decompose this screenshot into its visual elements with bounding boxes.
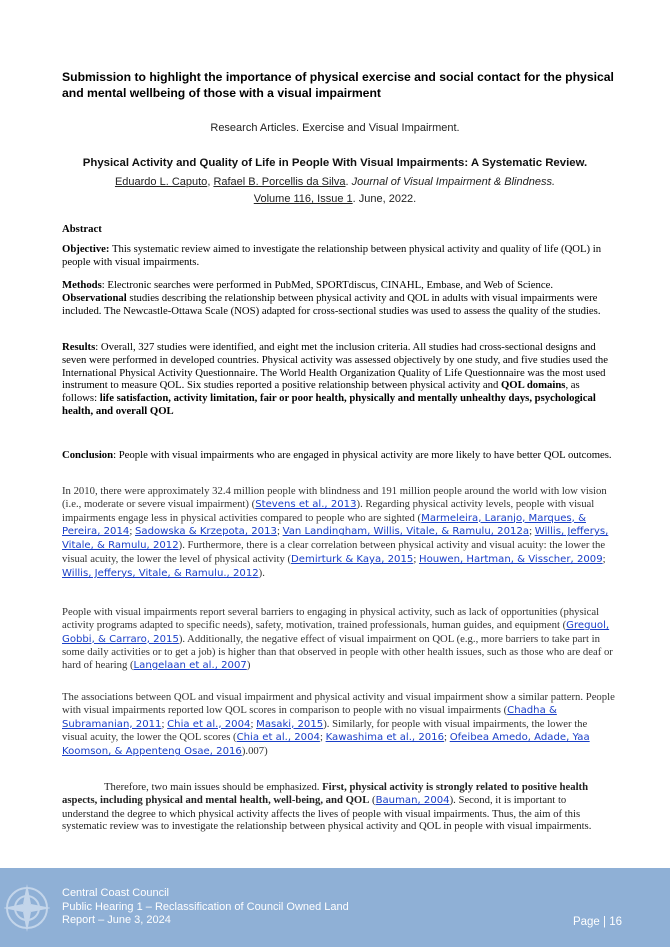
text-bold: First, physical activity is strongly rel… bbox=[62, 781, 589, 806]
text: This systematic review aimed to investig… bbox=[62, 243, 602, 268]
text: People with visual impairments report se… bbox=[62, 606, 600, 631]
article-category: Research Articles. Exercise and Visual I… bbox=[210, 122, 460, 134]
abstract-results: Results: Overall, 327 studies were ident… bbox=[62, 341, 615, 418]
citation-link[interactable]: Masaki, 2015 bbox=[256, 718, 324, 730]
text: ). Similarly, for people with visual imp… bbox=[62, 717, 588, 744]
text: ). Regarding physical activity levels, p… bbox=[62, 497, 595, 524]
page-footer: Central Coast Council Public Hearing 1 –… bbox=[0, 868, 670, 947]
text: : Overall, 327 studies were identified, … bbox=[62, 341, 609, 392]
text: ). Furthermore, there is a clear correla… bbox=[62, 539, 606, 565]
citation-link[interactable]: Houwen, Hartman, & Visscher, 2009 bbox=[418, 553, 603, 565]
article-authors: Eduardo L. Caputo, Rafael B. Porcellis d… bbox=[114, 176, 556, 188]
citation-link[interactable]: Chadha & Subramanian, 2011 bbox=[62, 704, 557, 730]
text: : People with visual impairments who are… bbox=[113, 449, 612, 461]
volume-link[interactable]: Volume 116, Issue 1 bbox=[253, 193, 353, 205]
text: ). Additionally, the negative effect of … bbox=[62, 632, 613, 672]
citation-link[interactable]: Langelaan et al., 2007 bbox=[133, 660, 247, 672]
text: ; bbox=[250, 717, 257, 730]
text: ; bbox=[529, 525, 535, 538]
text: The associations between QOL and visual … bbox=[62, 691, 615, 716]
label: Conclusion bbox=[62, 449, 114, 461]
citation-link[interactable]: Kawashima et al., 2016 bbox=[325, 732, 445, 744]
abstract-heading: Abstract bbox=[62, 223, 102, 235]
text: ). bbox=[258, 566, 265, 579]
text: In 2010, there were approximately 32.4 m… bbox=[62, 485, 607, 510]
citation-link[interactable]: Ofeibea Amedo, Adade, Yaa Koomson, & App… bbox=[62, 732, 590, 758]
text: , as follows: bbox=[62, 379, 580, 405]
intro-paragraph: In 2010, there were approximately 32.4 m… bbox=[62, 485, 615, 581]
text-bold: life satisfaction, activity limitation, … bbox=[62, 392, 596, 417]
citation-link[interactable]: Van Landingham, Willis, Vitale, & Ramulu… bbox=[282, 526, 530, 538]
text: ; bbox=[602, 552, 606, 565]
text: ; bbox=[444, 731, 450, 744]
label: Results bbox=[62, 341, 96, 353]
intro-paragraph: The associations between QOL and visual … bbox=[62, 691, 615, 759]
author-link[interactable]: Rafael B. Porcellis da Silva bbox=[213, 176, 346, 188]
text: studies describing the relationship betw… bbox=[62, 291, 601, 317]
text-bold: QOL domains bbox=[500, 379, 566, 392]
text: : Electronic searches were performed in … bbox=[101, 279, 553, 291]
article-title: Physical Activity and Quality of Life in… bbox=[82, 157, 588, 169]
emphasis-paragraph: Therefore, two main issues should be emp… bbox=[62, 781, 615, 833]
label: Methods bbox=[62, 279, 102, 291]
text: ; bbox=[413, 552, 419, 565]
author-link[interactable]: Eduardo L. Caputo bbox=[114, 176, 208, 188]
publication-date: . June, 2022. bbox=[352, 193, 417, 205]
citation-link[interactable]: Chia et al., 2004 bbox=[167, 718, 251, 730]
text: ; bbox=[319, 731, 326, 744]
text: ( bbox=[369, 793, 376, 806]
citation-link[interactable]: Stevens et al., 2013 bbox=[255, 498, 357, 510]
intro-paragraph: People with visual impairments report se… bbox=[62, 606, 615, 673]
page-number: Page | 16 bbox=[572, 916, 622, 928]
abstract-objective: Objective: This systematic review aimed … bbox=[62, 243, 615, 269]
text: ).007) bbox=[241, 745, 268, 758]
footer-report-date: Report – June 3, 2024 bbox=[62, 914, 171, 926]
label: Objective: bbox=[62, 243, 110, 255]
text-bold: Observational bbox=[62, 291, 127, 304]
citation-link[interactable]: Sadowska & Krzepota, 2013 bbox=[134, 526, 277, 538]
citation-link[interactable]: Willis, Jefferys, Vitale, & Ramulu., 201… bbox=[62, 567, 259, 579]
text: ; bbox=[276, 525, 283, 538]
citation-link[interactable]: Chia et al., 2004 bbox=[236, 732, 320, 744]
submission-title: Submission to highlight the importance o… bbox=[62, 70, 614, 100]
citation-link[interactable]: Greguol, Gobbi, & Carraro, 2015 bbox=[62, 619, 610, 645]
abstract-methods: Methods: Electronic searches were perfor… bbox=[62, 279, 615, 317]
text: ; bbox=[161, 717, 168, 730]
footer-text: Central Coast Council Public Hearing 1 –… bbox=[62, 887, 349, 928]
footer-hearing: Public Hearing 1 – Reclassification of C… bbox=[62, 900, 349, 913]
text: ) bbox=[246, 659, 251, 672]
citation-link[interactable]: Willis, Jefferys, Vitale, & Ramulu, 2012 bbox=[62, 526, 609, 552]
citation-link[interactable]: Marmeleira, Laranjo, Marques, & Pereira,… bbox=[62, 512, 586, 538]
text: ). Second, it is important to understand… bbox=[62, 793, 592, 833]
abstract-conclusion: Conclusion: People with visual impairmen… bbox=[62, 449, 615, 462]
text: ; bbox=[129, 525, 135, 538]
council-logo-icon bbox=[4, 884, 50, 932]
citation-link[interactable]: Demirturk & Kaya, 2015 bbox=[291, 553, 414, 565]
citation-link[interactable]: Bauman, 2004 bbox=[375, 794, 450, 806]
footer-council: Central Coast Council bbox=[62, 887, 169, 899]
journal-name: Journal of Visual Impairment & Blindness… bbox=[351, 176, 556, 188]
article-volume: Volume 116, Issue 1. June, 2022. bbox=[40, 193, 630, 205]
text: Therefore, two main issues should be emp… bbox=[104, 781, 323, 793]
